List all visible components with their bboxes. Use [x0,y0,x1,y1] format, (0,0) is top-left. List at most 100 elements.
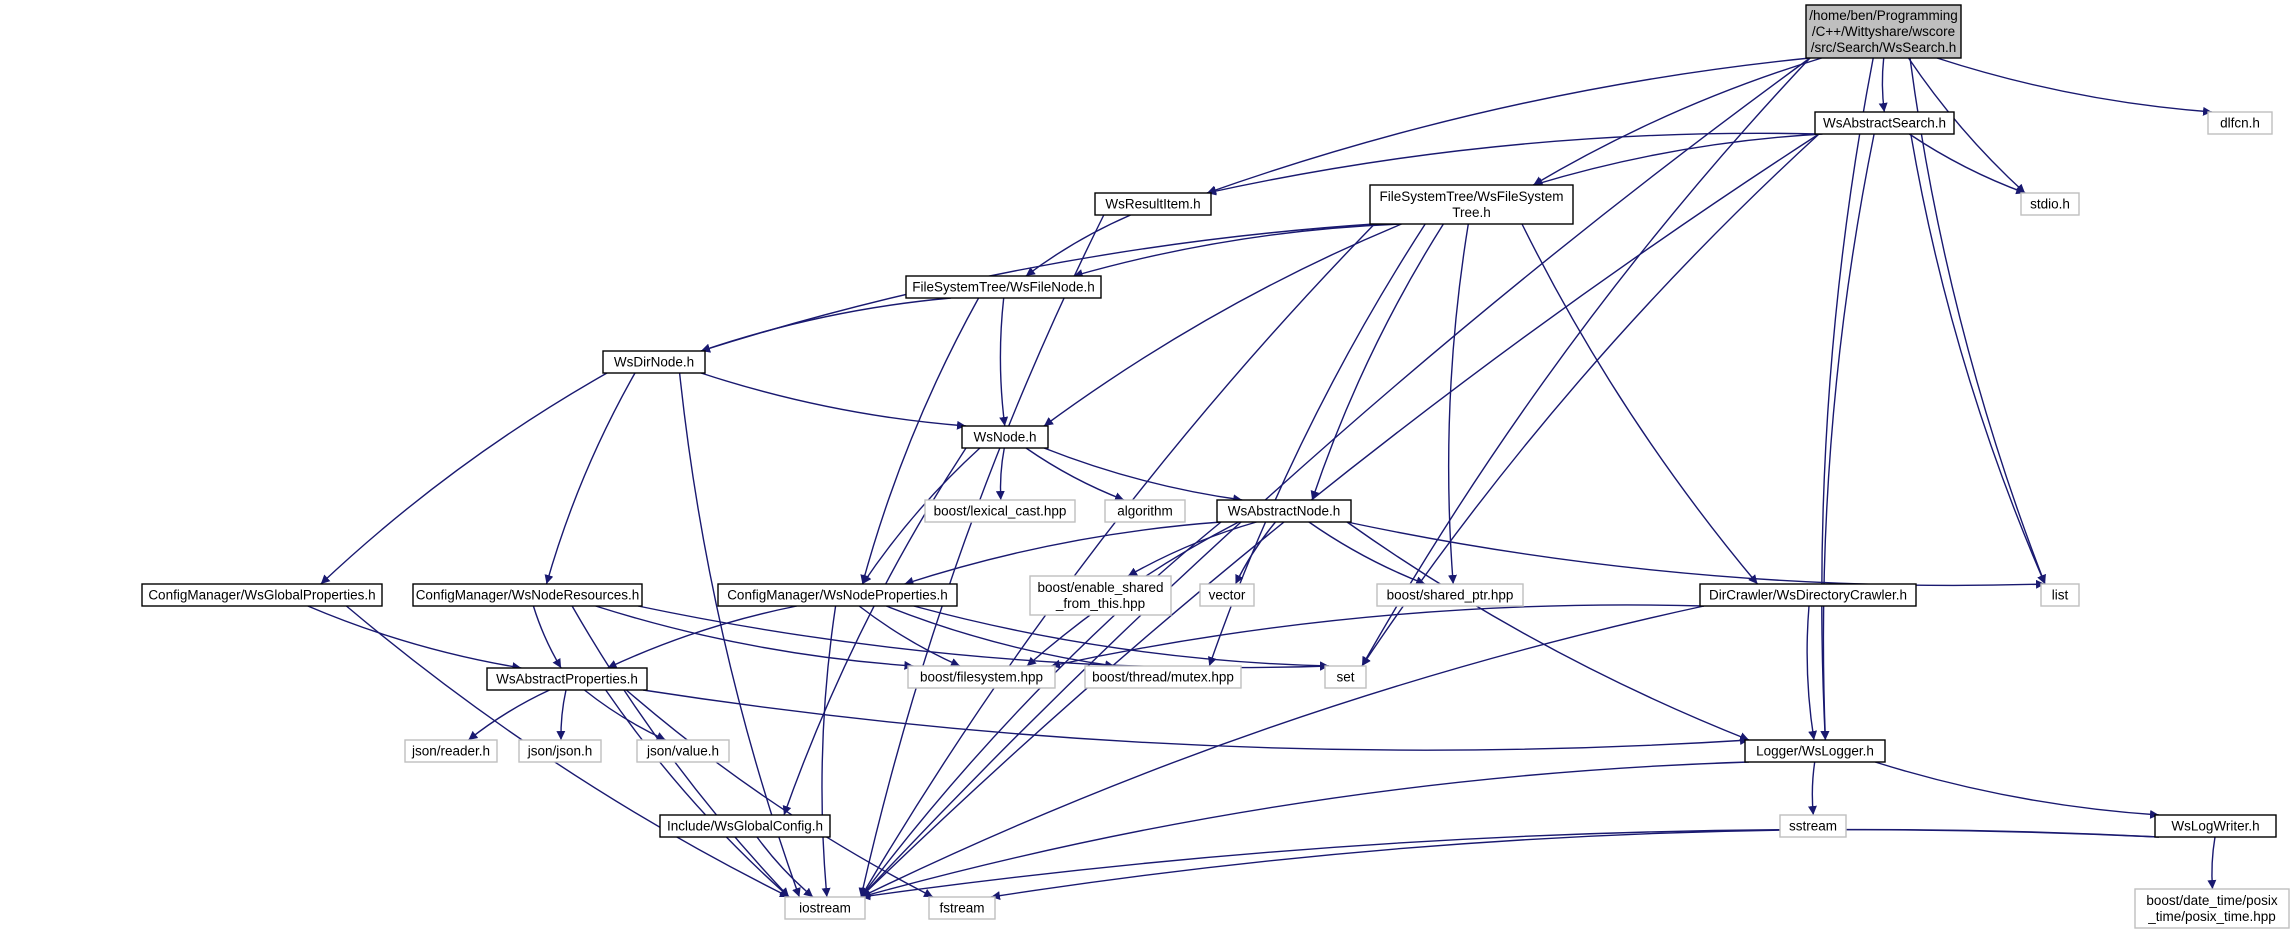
edge-wsnoderesources-to-wsabstractproperties [532,605,562,669]
node-box-wsabstractsearch [1814,111,1955,135]
node-label-sstream: sstream [1789,819,1837,834]
edge-wsdirectorycrawler-to-filesystem [1050,604,1705,669]
node-label-wssearch: /home/ben/Programming [1809,8,1958,23]
node-box-wsfilenode [905,275,1102,299]
node-box-posix_time [2134,888,2290,929]
node-box-wsnoderesources [412,583,643,607]
node-posix_time: boost/date_time/posix_time/posix_time.hp… [2134,888,2290,929]
node-label-wsglobalproperties: ConfigManager/WsGlobalProperties.h [148,588,375,603]
node-label-iostream: iostream [799,901,851,916]
edge-wslogger-to-iostream [860,761,1750,899]
node-label-wslogwriter: WsLogWriter.h [2171,819,2259,834]
node-wsglobalconfig[interactable]: Include/WsGlobalConfig.h [659,814,831,838]
edge-wsnode-to-wsabstractnode [1043,447,1243,504]
node-box-fstream [928,896,996,920]
node-wsabstractnode[interactable]: WsAbstractNode.h [1216,499,1352,523]
edge-wsfilenode-to-wsnodeproperties [860,297,980,585]
node-wsdirnode[interactable]: WsDirNode.h [602,350,706,374]
node-box-enable_shared [1029,575,1172,616]
edges-layer [307,57,2217,901]
node-wsdirectorycrawler[interactable]: DirCrawler/WsDirectoryCrawler.h [1699,583,1917,607]
node-wsnode[interactable]: WsNode.h [961,425,1049,449]
edge-wsfilenode-to-wsnode [999,297,1009,427]
node-wsresultitem[interactable]: WsResultItem.h [1094,192,1212,216]
node-box-wsabstractproperties [486,667,648,691]
node-box-wssearch [1805,4,1962,59]
node-label-wsnoderesources: ConfigManager/WsNodeResources.h [416,588,640,603]
edge-wssearch-to-set [1361,57,1811,667]
edge-wssearch-to-wslogger [1820,57,1874,741]
node-box-wsglobalconfig [659,814,831,838]
edge-wssearch-to-wsfilesystemtree [1532,57,1822,186]
node-wsabstractsearch[interactable]: WsAbstractSearch.h [1814,111,1955,135]
node-box-wsresultitem [1094,192,1212,216]
node-box-list [2040,583,2080,607]
node-label-wsabstractnode: WsAbstractNode.h [1228,504,1341,519]
node-label-wsnodeproperties: ConfigManager/WsNodeProperties.h [727,588,948,603]
node-box-wsabstractnode [1216,499,1352,523]
node-wsnodeproperties[interactable]: ConfigManager/WsNodeProperties.h [717,583,958,607]
node-filesystem: boost/filesystem.hpp [907,665,1056,689]
edge-wsfilesystemtree-to-iostream [860,223,1376,898]
edge-wsfilenode-to-wsdirnode [700,297,952,353]
edge-wsabstractproperties-to-iostream [605,689,790,898]
node-box-jsonreader [404,739,498,763]
edge-wsdirnode-to-wsnoderesources [544,372,636,585]
node-label-lexical_cast: boost/lexical_cast.hpp [934,504,1067,519]
node-box-set [1324,665,1367,689]
node-wssearch[interactable]: /home/ben/Programming/C++/Wittyshare/wsc… [1805,4,1962,59]
node-wslogger[interactable]: Logger/WsLogger.h [1744,739,1886,763]
edge-wsdirectorycrawler-to-wslogger [1806,605,1818,741]
edge-wsnode-to-algorithm [1025,447,1125,501]
node-label-dlfcn: dlfcn.h [2220,116,2260,131]
node-label-posix_time: _time/posix_time.hpp [2147,909,2276,924]
node-wsnoderesources[interactable]: ConfigManager/WsNodeResources.h [412,583,643,607]
nodes-layer: /home/ben/Programming/C++/Wittyshare/wsc… [141,4,2290,929]
edge-wsabstractnode-to-list [1346,521,2046,589]
node-box-sstream [1779,814,1847,838]
node-box-wslogger [1744,739,1886,763]
edge-wssearch-to-list [1909,57,2046,585]
edge-wssearch-to-wsresultitem [1206,57,1811,195]
edge-wsabstractsearch-to-iostream [860,133,1820,898]
node-label-stdio: stdio.h [2030,197,2070,212]
node-label-fstream: fstream [939,901,984,916]
edge-wsabstractnode-to-enable_shared [1127,521,1257,577]
edge-wsnode-to-wsglobalconfig [782,447,967,816]
edge-wsnodeproperties-to-mutex [886,605,1115,670]
node-label-wsfilesystemtree: FileSystemTree/WsFileSystem [1379,189,1563,204]
edge-wssearch-to-wsabstractsearch [1878,57,1888,113]
edge-wsabstractproperties-to-jsonreader [467,689,550,741]
edge-wsfilesystemtree-to-wsfilenode [1073,223,1402,278]
node-label-wsabstractsearch: WsAbstractSearch.h [1823,116,1946,131]
node-box-dlfcn [2207,111,2273,135]
node-label-wsglobalconfig: Include/WsGlobalConfig.h [667,819,823,834]
node-box-wsdirectorycrawler [1699,583,1917,607]
edge-wsglobalconfig-to-iostream [756,836,814,898]
node-wsfilenode[interactable]: FileSystemTree/WsFileNode.h [905,275,1102,299]
node-box-wsglobalproperties [141,583,383,607]
node-enable_shared: boost/enable_shared_from_this.hpp [1029,575,1172,616]
node-box-wslogwriter [2154,814,2277,838]
edge-wsdirnode-to-wsnode [700,372,967,430]
node-label-posix_time: boost/date_time/posix [2146,893,2278,908]
edge-wsabstractsearch-to-stdio [1908,133,2026,195]
node-box-wsfilesystemtree [1369,184,1574,225]
node-box-wsdirnode [602,350,706,374]
edge-wsresultitem-to-wsfilenode [1025,214,1131,277]
node-box-wsnode [961,425,1049,449]
node-wslogwriter[interactable]: WsLogWriter.h [2154,814,2277,838]
edge-wsglobalproperties-to-wsabstractproperties [307,605,522,671]
edge-wsnoderesources-to-filesystem [595,605,914,670]
edge-wsdirectorycrawler-to-iostream [860,605,1705,898]
edge-wsnode-to-lexical_cast [995,447,1005,501]
node-wsabstractproperties[interactable]: WsAbstractProperties.h [486,667,648,691]
node-box-lexical_cast [924,499,1076,523]
node-jsonjson: json/json.h [518,739,602,763]
node-wsglobalproperties[interactable]: ConfigManager/WsGlobalProperties.h [141,583,383,607]
edge-wsabstractsearch-to-wsresultitem [1206,132,1820,196]
node-set: set [1324,665,1367,689]
edge-wsabstractnode-to-shared_ptr [1308,521,1426,585]
node-box-algorithm [1104,499,1186,523]
